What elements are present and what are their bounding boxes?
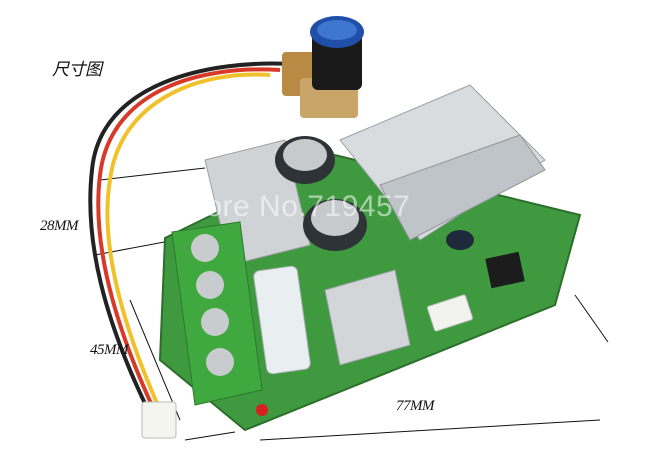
- fuse: [253, 265, 311, 375]
- dimension-label-length: 45MM: [90, 342, 129, 358]
- led-indicator: [256, 404, 268, 416]
- capacitors: [275, 136, 474, 251]
- pcb-connector: [426, 294, 474, 332]
- terminal-block: [171, 221, 263, 406]
- wire-bundle: [88, 61, 291, 415]
- wire-connector-plug: [141, 401, 177, 439]
- potentiometer: [282, 16, 364, 118]
- dimension-label-width: 77MM: [396, 398, 435, 414]
- heatsinks: [204, 84, 546, 366]
- store-watermark: Store No.719457: [176, 190, 411, 223]
- diagram-title-label: 尺寸图: [52, 60, 102, 79]
- ic-chip: [485, 251, 525, 289]
- dimension-label-height: 28MM: [40, 218, 79, 234]
- dimension-lines: [94, 167, 609, 441]
